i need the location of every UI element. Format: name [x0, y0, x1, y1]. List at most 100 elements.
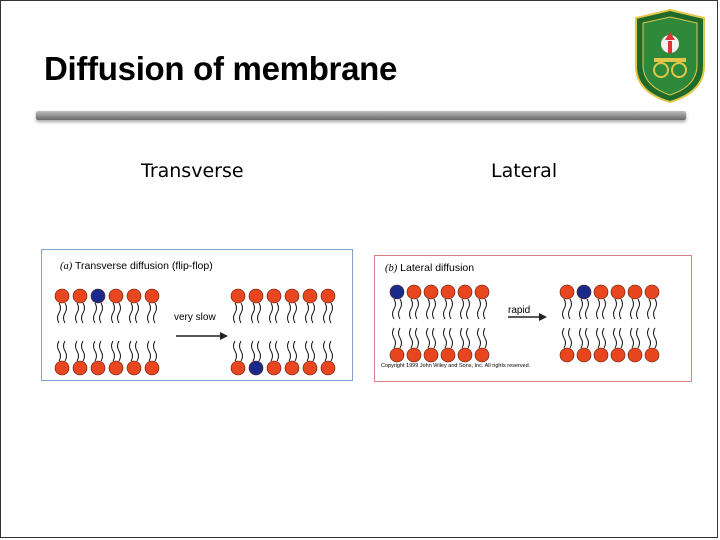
lipid-tail [257, 340, 261, 362]
lipid-tail [93, 340, 97, 362]
lipid-tail [449, 298, 453, 320]
lipid-tail [398, 327, 402, 349]
phospholipid-head [72, 288, 88, 304]
lipid-tail [602, 327, 606, 349]
lipid-tail [432, 298, 436, 320]
lipid-tail [287, 302, 291, 324]
lipid-tail [117, 340, 121, 362]
lipid-tail [392, 298, 396, 320]
lateral-diffusion-figure: (b) Lateral diffusion rapid Copyright 19… [374, 255, 692, 382]
lipid-tail [233, 302, 237, 324]
lipid-tail [275, 302, 279, 324]
phospholipid-head [474, 347, 490, 363]
lipid-tail [57, 340, 61, 362]
phospholipid-head [457, 347, 473, 363]
lipid-tail [647, 298, 651, 320]
marked-phospholipid-head [576, 284, 592, 300]
phospholipid-head [144, 288, 160, 304]
phospholipid-head [593, 347, 609, 363]
phospholipid-head [627, 347, 643, 363]
phospholipid-head [126, 360, 142, 376]
lipid-tail [579, 298, 583, 320]
phospholipid-head [440, 347, 456, 363]
lipid-tail [432, 327, 436, 349]
lipid-tail [653, 298, 657, 320]
phospholipid-head [474, 284, 490, 300]
lipid-tail [596, 327, 600, 349]
transverse-diffusion-figure: (a) Transverse diffusion (flip-flop) ver… [41, 249, 353, 381]
lipid-tail [415, 327, 419, 349]
phospholipid-head [126, 288, 142, 304]
lipid-tail [293, 340, 297, 362]
lipid-tail [81, 340, 85, 362]
lipid-tail [568, 327, 572, 349]
lipid-tail [602, 298, 606, 320]
transverse-bilayer-svg [54, 288, 336, 376]
phospholipid-head [610, 347, 626, 363]
lipid-tail [269, 340, 273, 362]
phospholipid-head [230, 360, 246, 376]
lipid-tail [147, 340, 151, 362]
lipid-tail [63, 302, 67, 324]
phospholipid-head [389, 347, 405, 363]
lipid-tail [147, 302, 151, 324]
lipid-tail [443, 327, 447, 349]
copyright-notice: Copyright 1999 John Wiley and Sons, Inc.… [381, 363, 531, 369]
lipid-tail [466, 298, 470, 320]
phospholipid-head [266, 288, 282, 304]
lipid-tail [483, 327, 487, 349]
lipid-tail [596, 298, 600, 320]
lipid-tail [311, 340, 315, 362]
marked-phospholipid-head [248, 360, 264, 376]
phospholipid-head [440, 284, 456, 300]
phospholipid-head [559, 284, 575, 300]
phospholipid-head [54, 288, 70, 304]
phospholipid-head [644, 347, 660, 363]
slide-title: Diffusion of membrane [44, 50, 398, 87]
lipid-tail [323, 302, 327, 324]
phospholipid-head [108, 360, 124, 376]
phospholipid-head [593, 284, 609, 300]
university-seal-logo [635, 8, 705, 104]
lipid-tail [153, 302, 157, 324]
lipid-tail [293, 302, 297, 324]
lipid-tail [585, 298, 589, 320]
lipid-tail [653, 327, 657, 349]
phospholipid-head [108, 288, 124, 304]
lipid-tail [585, 327, 589, 349]
lipid-tail [568, 298, 572, 320]
lipid-tail [426, 298, 430, 320]
lipid-tail [129, 302, 133, 324]
lipid-tail [99, 302, 103, 324]
lipid-tail [239, 340, 243, 362]
lipid-tail [287, 340, 291, 362]
lipid-tail [129, 340, 133, 362]
lipid-tail [460, 327, 464, 349]
lipid-tail [329, 302, 333, 324]
lipid-tail [93, 302, 97, 324]
phospholipid-head [284, 360, 300, 376]
lipid-tail [75, 302, 79, 324]
lipid-tail [135, 340, 139, 362]
lipid-tail [426, 327, 430, 349]
lipid-tail [323, 340, 327, 362]
phospholipid-head [266, 360, 282, 376]
lipid-tail [483, 298, 487, 320]
phospholipid-head [423, 347, 439, 363]
phospholipid-head [576, 347, 592, 363]
phospholipid-head [302, 360, 318, 376]
panel-a-tag: (a) [60, 261, 73, 272]
lipid-tail [99, 340, 103, 362]
phospholipid-head [610, 284, 626, 300]
lipid-tail [636, 327, 640, 349]
lipid-tail [619, 298, 623, 320]
lipid-tail [305, 302, 309, 324]
panel-b-tag: (b) [385, 263, 398, 274]
lipid-tail [415, 298, 419, 320]
lipid-tail [269, 302, 273, 324]
lipid-tail [81, 302, 85, 324]
arrow-head [539, 313, 547, 321]
lipid-tail [460, 298, 464, 320]
lipid-tail [466, 327, 470, 349]
lipid-tail [117, 302, 121, 324]
